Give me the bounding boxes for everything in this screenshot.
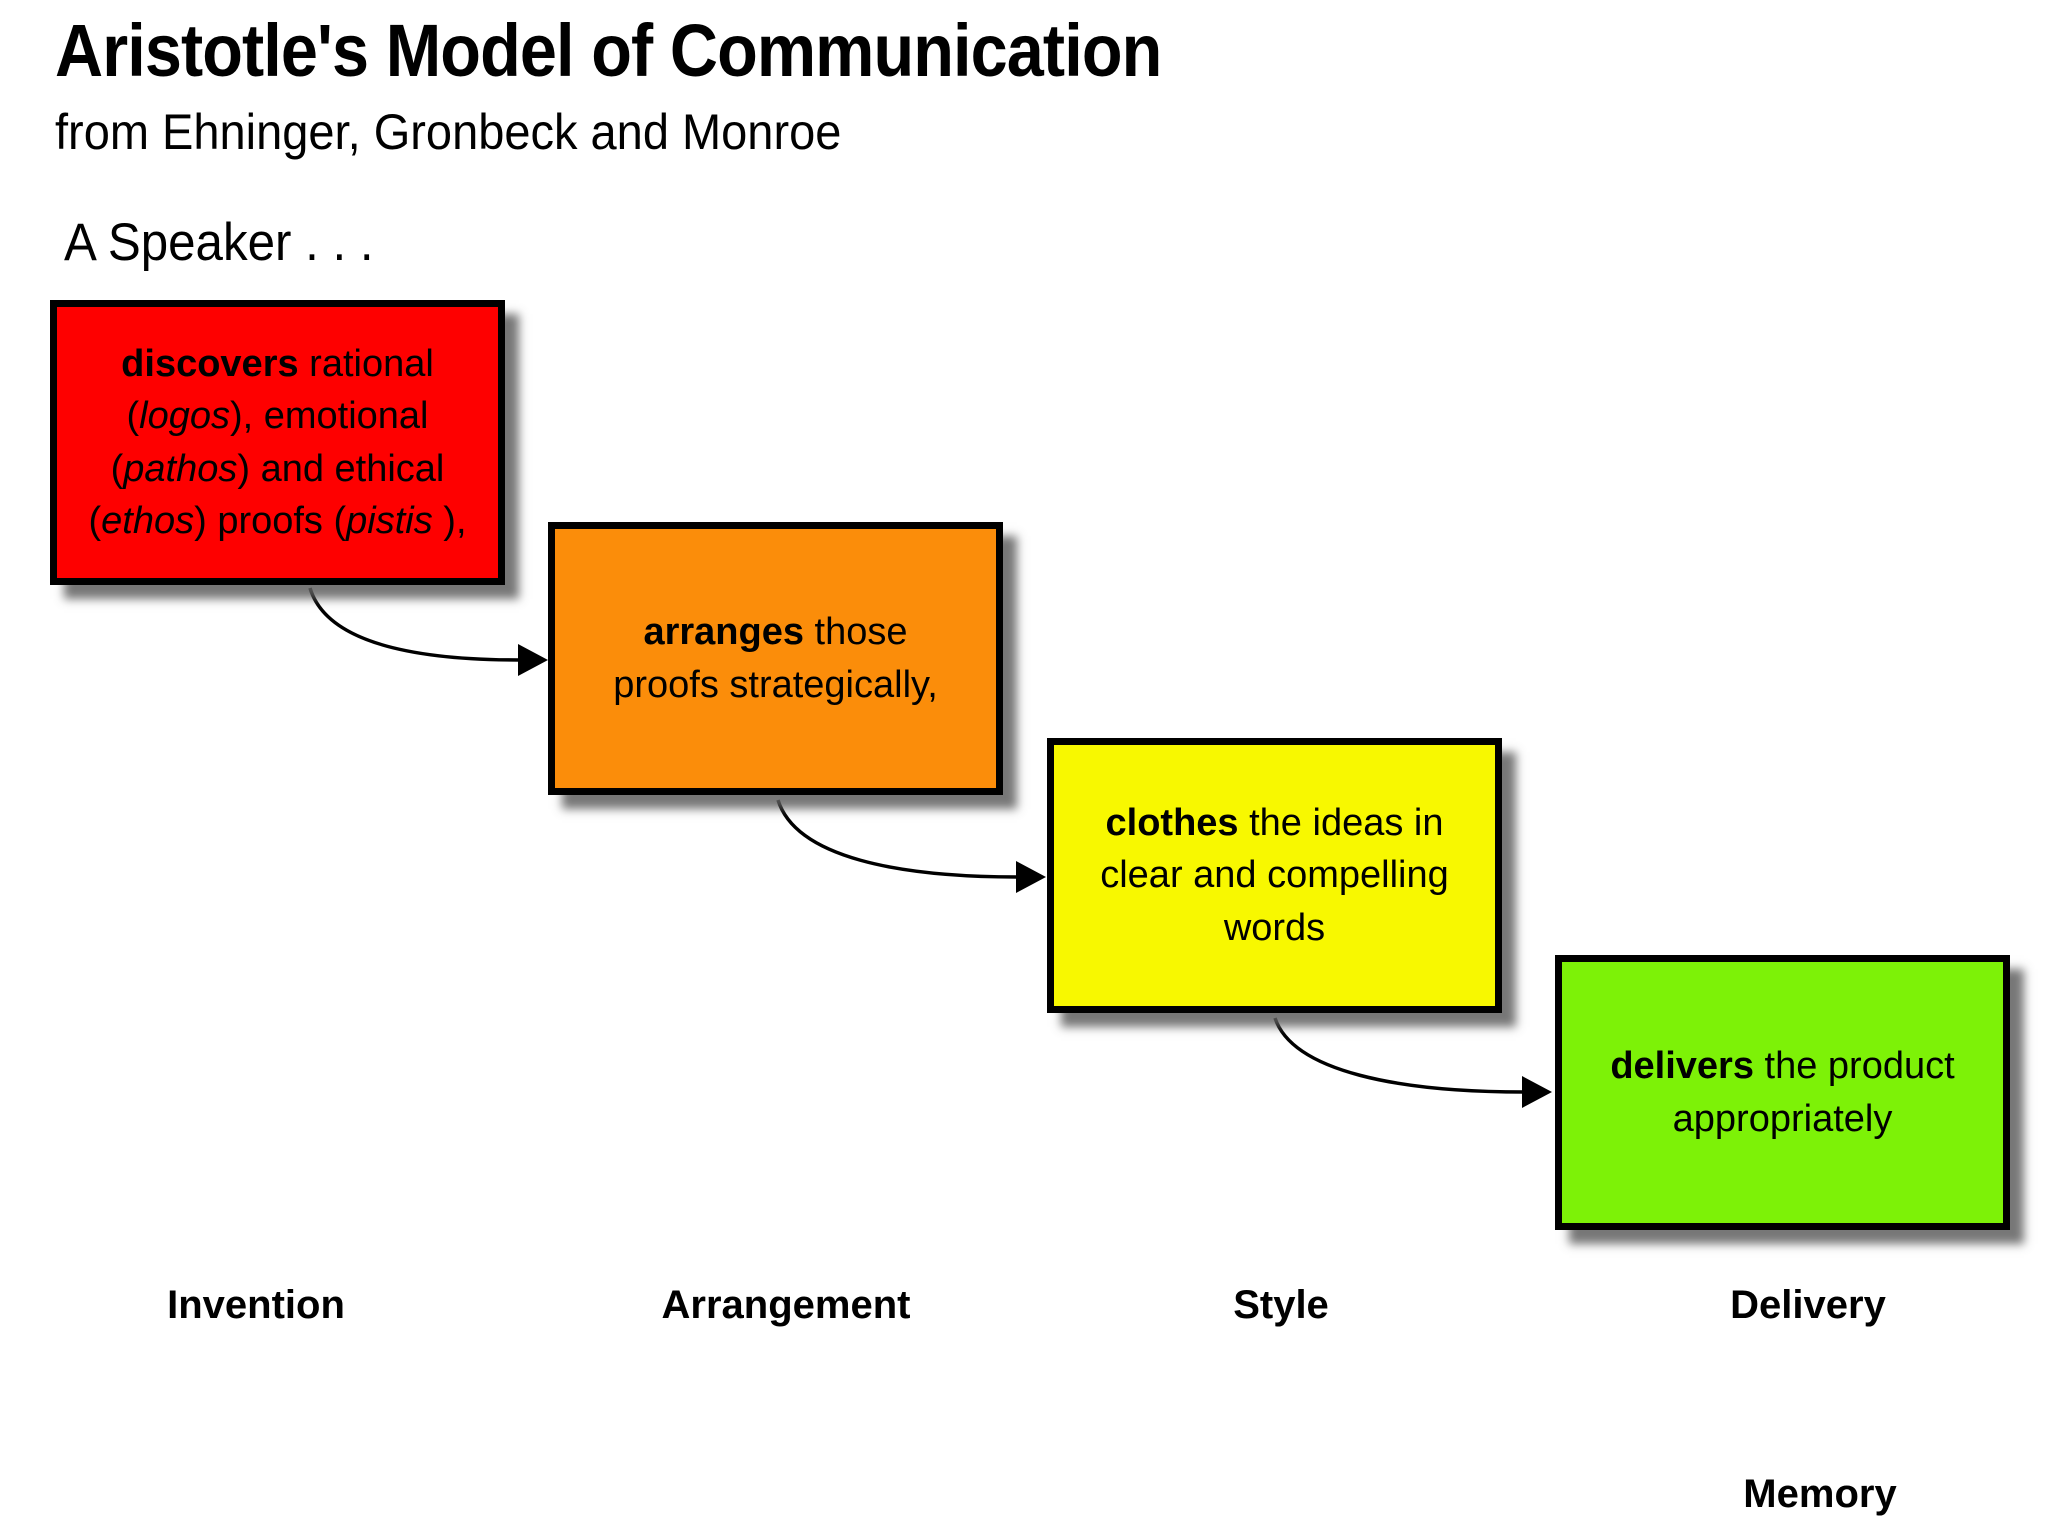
page-subtitle: from Ehninger, Gronbeck and Monroe	[55, 104, 842, 160]
speaker-heading: A Speaker . . .	[64, 213, 374, 272]
canon-label-invention: Invention	[167, 1283, 345, 1327]
arrow-style-to-delivery	[1273, 1017, 1552, 1108]
canon-label-style: Style	[1233, 1283, 1329, 1327]
arrow-arrangement-to-style	[776, 799, 1046, 893]
invention-box: discovers rational(logos), emotional(pat…	[50, 300, 505, 585]
canon-label-arrangement: Arrangement	[661, 1283, 911, 1327]
page-title: Aristotle's Model of Communication	[55, 9, 1162, 92]
arrow-invention-to-arrangement	[308, 587, 548, 676]
canon-label-delivery: Delivery	[1730, 1283, 1886, 1327]
canon-label-memory: Memory	[1743, 1472, 1897, 1516]
